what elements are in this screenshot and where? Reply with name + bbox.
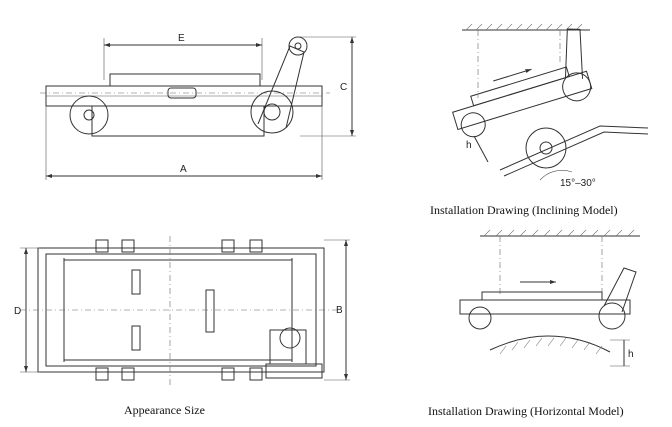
horizontal-conveyor-belt <box>489 335 611 353</box>
dimension-label-a: A <box>180 164 187 175</box>
incline-conveyor-belt <box>499 125 649 171</box>
horizontal-h-label: h <box>628 349 634 360</box>
drive-motor-pulley <box>288 36 308 56</box>
caption-horizontal-model: Installation Drawing (Horizontal Model) <box>428 404 624 418</box>
motor-base <box>265 363 323 379</box>
incline-h-label: h <box>466 140 472 151</box>
dimension-label-c: C <box>340 82 347 93</box>
side-view-elevation: E A C <box>40 33 356 180</box>
dimension-label-d: D <box>14 306 21 317</box>
left-pulley <box>69 95 109 135</box>
horizontal-separator-frame <box>459 299 631 315</box>
head-pulley <box>525 127 567 169</box>
inclining-installation-drawing: h 15°–30° <box>452 23 649 189</box>
dimension-label-e: E <box>178 33 185 44</box>
angle-label: 15°–30° <box>560 178 596 189</box>
motor <box>269 329 307 365</box>
dimension-label-b: B <box>336 305 343 316</box>
plan-lug-3 <box>205 289 215 333</box>
plan-lug-1 <box>131 269 141 295</box>
plan-view: D B <box>14 236 350 386</box>
horizontal-installation-drawing: h <box>459 229 640 367</box>
caption-appearance-size: Appearance Size <box>124 403 205 417</box>
plan-lug-2 <box>131 325 141 351</box>
caption-inclining-model: Installation Drawing (Inclining Model) <box>430 203 618 217</box>
magnet-body <box>91 105 265 137</box>
top-housing <box>109 73 261 87</box>
